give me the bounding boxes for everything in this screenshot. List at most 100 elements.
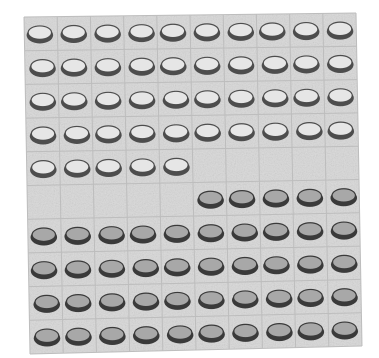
coin-face [264,123,287,136]
coin-light [194,57,221,75]
coin-face [298,223,321,236]
coin-face [299,323,322,336]
coin-face [31,127,54,140]
coin-light [61,59,88,77]
coin-face [161,24,184,37]
coin-face [131,159,154,172]
coin-dark [198,258,225,276]
coin-dark [297,256,324,274]
coin-dark [34,329,61,347]
coin-face [100,260,123,273]
coin-dark [133,327,160,345]
coin-face [100,294,123,307]
coin-face [32,161,55,174]
coin-face [168,326,191,339]
coin-face [162,58,185,71]
coin-light [228,90,255,107]
coin-dark [263,190,290,208]
coin-light [129,58,156,76]
coin-face [299,289,322,302]
coin-dark [232,324,259,342]
coin-dark [65,328,92,346]
coin-face [96,92,119,105]
coin-face [230,191,253,204]
coin-face [234,291,257,304]
coin-face [268,324,291,337]
coin-face [265,257,288,270]
coin-face [195,57,218,70]
coin-dark [232,291,259,309]
coin-dark [229,191,256,209]
coin-light [30,127,57,145]
coin-face [199,225,222,238]
coin-dark [132,260,159,278]
coin-face [31,60,54,73]
coin-face [329,122,352,135]
coin-face [67,295,90,308]
coin-face [264,190,287,203]
coin-face [66,160,89,173]
coin-light [228,57,255,75]
coin-light [95,92,122,109]
coin-face [200,292,223,305]
coin-face [295,56,318,69]
coin-dark [65,295,92,313]
coin-dark [263,223,290,241]
coin-dark [297,223,324,241]
coin-face [130,92,153,105]
coin-face [333,255,356,268]
coin-dark [99,328,126,346]
coin-face [299,256,322,269]
coin-face [164,91,187,104]
coin-face [267,290,290,303]
coin-face [35,295,58,308]
coin-face [333,289,356,302]
coin-dark [133,293,160,311]
coin-light [129,125,156,143]
coin-dark [33,295,60,313]
coin-face [230,90,253,103]
coin-face [131,226,154,239]
coin-dark [130,226,157,244]
coin-light [296,123,323,141]
coin-face [196,91,219,104]
coin-face [263,56,286,69]
coin-dark [298,323,325,341]
coin-face [230,124,253,137]
coin-face [332,189,355,202]
coin-light [128,25,155,43]
coin-light [64,126,91,144]
coin-face [97,160,120,173]
coin-face [62,26,85,39]
coin-light [262,123,289,141]
coin-light [327,55,354,73]
coin-light [262,56,289,74]
coin-face [100,227,123,240]
coin-face [65,126,88,139]
coin-light [30,161,57,179]
coin-face [165,158,188,171]
coin-dark [331,222,358,240]
coin-light [129,159,156,177]
coin-light [163,91,190,108]
coin-light [163,125,190,143]
coin-face [166,292,189,305]
coin-dark [31,228,58,246]
coin-face [62,59,85,72]
coin-dark [266,290,293,308]
coin-face [333,322,356,335]
coin-light [160,24,187,42]
coin-face [332,222,355,235]
coin-face [294,23,317,36]
coin-dark [198,325,225,343]
coin-face [63,93,86,106]
coin-face [66,261,89,274]
coin-dark [331,255,358,273]
coin-light [259,23,286,41]
coin-dark [99,294,126,312]
coin-light [129,92,156,109]
coin-light [95,126,122,144]
coin-face [165,125,188,138]
